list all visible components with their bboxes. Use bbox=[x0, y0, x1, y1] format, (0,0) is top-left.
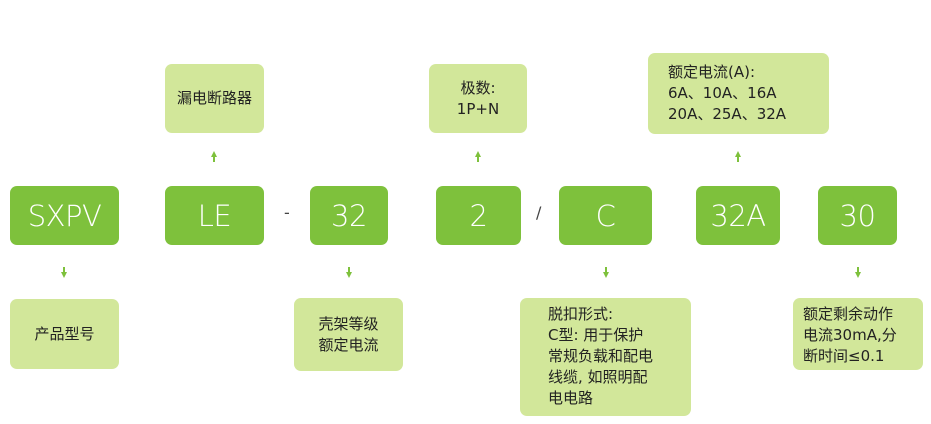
arrow-up-icon bbox=[211, 151, 217, 162]
note-poles-line: 1P+N bbox=[456, 99, 500, 118]
note-rated-current-line: 6A、10A、16A bbox=[668, 84, 777, 102]
code-type: LE bbox=[165, 186, 264, 245]
note-rated-current: 额定电流(A): 6A、10A、16A 20A、25A、32A bbox=[648, 53, 829, 134]
code-frame: 32 bbox=[310, 186, 388, 245]
note-trip-form-line: 线缆, 如照明配 bbox=[548, 368, 648, 386]
note-rated-current-line: 20A、25A、32A bbox=[668, 105, 787, 123]
note-residual-line: 额定剩余动作 bbox=[803, 305, 894, 323]
note-residual-current: 额定剩余动作 电流30mA,分 断时间≤0.1 bbox=[793, 298, 923, 370]
arrow-down-icon bbox=[603, 267, 609, 278]
note-frame-grade-line: 额定电流 bbox=[318, 335, 379, 354]
arrow-down-icon bbox=[855, 267, 861, 278]
code-series: SXPV bbox=[10, 186, 119, 245]
note-product-model: 产品型号 bbox=[10, 299, 119, 369]
note-residual-line: 电流30mA,分 bbox=[803, 326, 897, 344]
arrow-up-icon bbox=[735, 151, 741, 162]
note-frame-grade: 壳架等级 额定电流 bbox=[294, 298, 403, 371]
separator-dash: - bbox=[284, 203, 290, 222]
code-trip: C bbox=[559, 186, 652, 245]
note-trip-form: 脱扣形式: C型: 用于保护 常规负载和配电 线缆, 如照明配 电电路 bbox=[520, 298, 691, 416]
note-rated-current-line: 额定电流(A): bbox=[668, 63, 756, 81]
note-leakage-breaker: 漏电断路器 bbox=[165, 64, 264, 133]
arrow-down-icon bbox=[61, 267, 67, 278]
code-current: 32A bbox=[696, 186, 780, 245]
note-trip-form-line: C型: 用于保护 bbox=[548, 326, 644, 344]
note-residual-line: 断时间≤0.1 bbox=[803, 347, 885, 365]
code-poles: 2 bbox=[436, 186, 521, 245]
note-frame-grade-line: 壳架等级 bbox=[318, 314, 379, 333]
note-trip-form-line: 常规负载和配电 bbox=[548, 347, 654, 365]
note-trip-form-line: 电电路 bbox=[548, 389, 594, 407]
separator-slash: / bbox=[536, 203, 542, 222]
arrow-down-icon bbox=[346, 267, 352, 278]
code-residual: 30 bbox=[818, 186, 897, 245]
note-poles: 极数: 1P+N bbox=[429, 64, 527, 133]
arrow-up-icon bbox=[475, 151, 481, 162]
note-poles-line: 极数: bbox=[460, 78, 496, 97]
note-trip-form-line: 脱扣形式: bbox=[548, 305, 614, 323]
